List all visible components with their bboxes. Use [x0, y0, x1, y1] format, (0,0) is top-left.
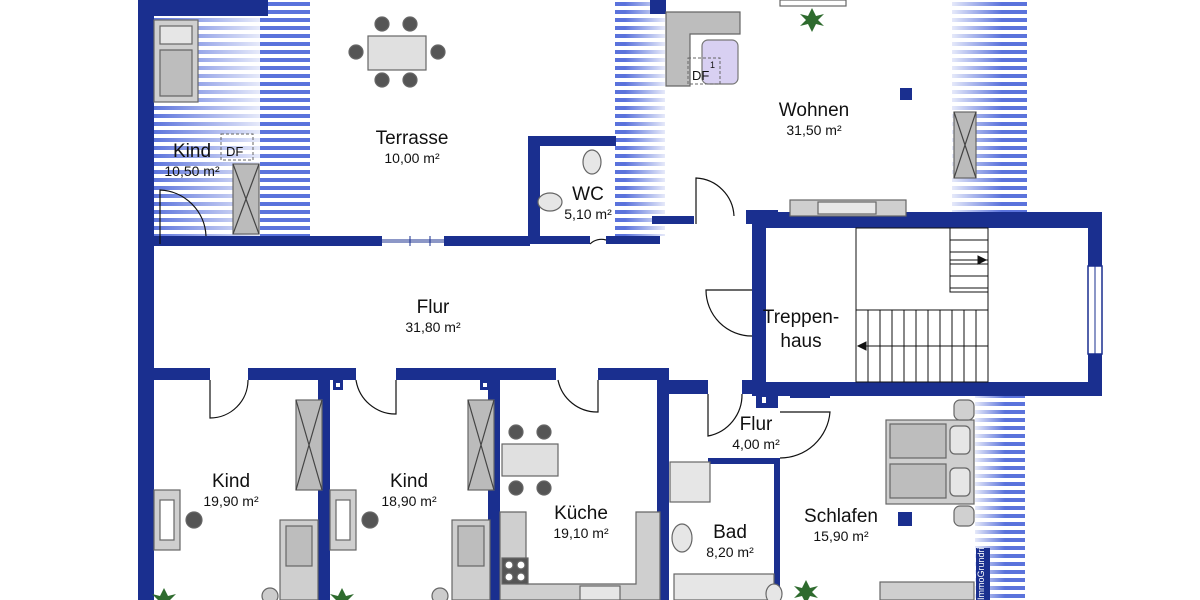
- room-name: WC: [572, 184, 604, 205]
- room-name: Flur: [739, 414, 773, 435]
- room-area: 15,90 m²: [813, 527, 869, 544]
- room-name: Wohnen: [778, 100, 850, 121]
- roof-slope-hatching: [140, 0, 1027, 600]
- room-area: 19,10 m²: [553, 524, 609, 541]
- room-name: Bad: [713, 522, 747, 543]
- room-area: 10,50 m²: [164, 162, 220, 179]
- room-name: Kind: [211, 471, 251, 492]
- roof-window-marker-kind: DF: [220, 133, 254, 161]
- room-area: 31,50 m²: [786, 121, 842, 138]
- room-label-bad: Bad 8,20 m²: [690, 522, 770, 560]
- room-name: Terrasse: [375, 128, 449, 149]
- room-name: Flur: [416, 297, 450, 318]
- room-area: 5,10 m²: [564, 205, 612, 222]
- room-name: Kind: [389, 471, 429, 492]
- watermark: ImmoGrundriss: [976, 548, 990, 600]
- room-area: 10,00 m²: [384, 149, 440, 166]
- roof-window-marker-wohnen: DF 1: [687, 57, 721, 85]
- room-area: 8,20 m²: [706, 543, 754, 560]
- window-stairwell: [1087, 265, 1103, 355]
- room-label-kind-left: Kind 19,90 m²: [171, 471, 291, 509]
- room-label-kind-mid: Kind 18,90 m²: [349, 471, 469, 509]
- room-label-wohnen: Wohnen 31,50 m²: [754, 100, 874, 138]
- room-label-flur-main: Flur 31,80 m²: [373, 297, 493, 335]
- room-label-wc: WC 5,10 m²: [556, 184, 620, 222]
- room-label-kind-top: Kind 10,50 m²: [152, 141, 232, 179]
- room-label-kueche: Küche 19,10 m²: [521, 503, 641, 541]
- room-area: 4,00 m²: [732, 435, 780, 452]
- door-swings: [159, 177, 831, 459]
- room-label-terrasse: Terrasse 10,00 m²: [352, 128, 472, 166]
- room-area: 19,90 m²: [203, 492, 259, 509]
- room-name: Küche: [554, 503, 608, 524]
- roof-window-label: DF: [692, 68, 709, 83]
- room-label-schlafen: Schlafen 15,90 m²: [781, 506, 901, 544]
- room-label-treppenhaus: Treppen- haus: [758, 288, 844, 372]
- roof-window-number: 1: [710, 60, 715, 70]
- room-name: Treppen- haus: [762, 307, 840, 353]
- room-area: 31,80 m²: [405, 318, 461, 335]
- room-area: 18,90 m²: [381, 492, 437, 509]
- window-terrace: [382, 236, 444, 246]
- room-label-flur-small: Flur 4,00 m²: [716, 414, 796, 452]
- room-name: Schlafen: [804, 506, 878, 527]
- roof-window-label: DF: [226, 144, 243, 159]
- staircase: [855, 227, 989, 383]
- room-name: Kind: [172, 141, 212, 162]
- furniture: [153, 0, 977, 600]
- plant-icons: [152, 8, 824, 600]
